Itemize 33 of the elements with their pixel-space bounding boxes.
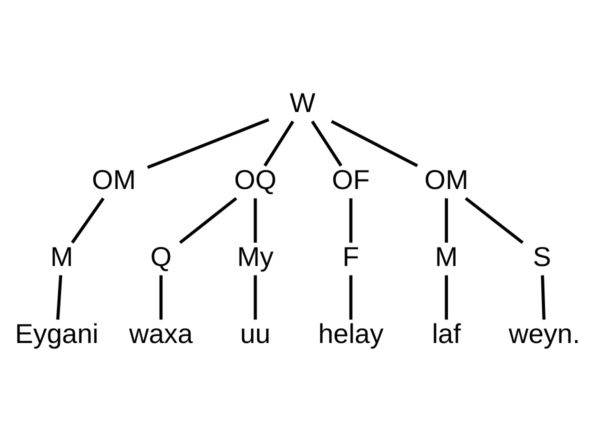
node-text: M <box>50 240 74 272</box>
connector <box>159 275 163 320</box>
connector <box>254 198 257 243</box>
node-text: OQ <box>234 164 277 195</box>
connector <box>349 198 352 243</box>
node-text: helay <box>318 318 384 349</box>
connector <box>56 275 62 320</box>
connector <box>179 197 238 244</box>
connector <box>349 275 352 320</box>
connector <box>254 275 257 320</box>
connector <box>330 120 418 168</box>
connector <box>464 197 524 244</box>
node-text: laf <box>432 318 461 349</box>
connector <box>310 120 342 167</box>
connector <box>264 120 294 167</box>
node-text: S <box>532 240 552 272</box>
node-text: OF <box>332 164 370 195</box>
connector <box>71 197 105 244</box>
connector <box>444 198 448 243</box>
node-text: OM <box>92 164 136 195</box>
node-text: F <box>342 240 360 272</box>
node-text: waxa <box>129 318 193 349</box>
connector <box>540 275 546 320</box>
node-text: Q <box>150 240 172 272</box>
node-text: M <box>435 240 458 272</box>
node-text: weyn. <box>508 318 580 349</box>
node-text: W <box>290 87 316 118</box>
node-text: Eygani <box>15 318 98 349</box>
connector <box>147 118 270 169</box>
node-text: uu <box>240 318 270 349</box>
connector <box>444 275 448 320</box>
node-text: My <box>237 240 274 272</box>
node-text: OM <box>424 164 468 195</box>
